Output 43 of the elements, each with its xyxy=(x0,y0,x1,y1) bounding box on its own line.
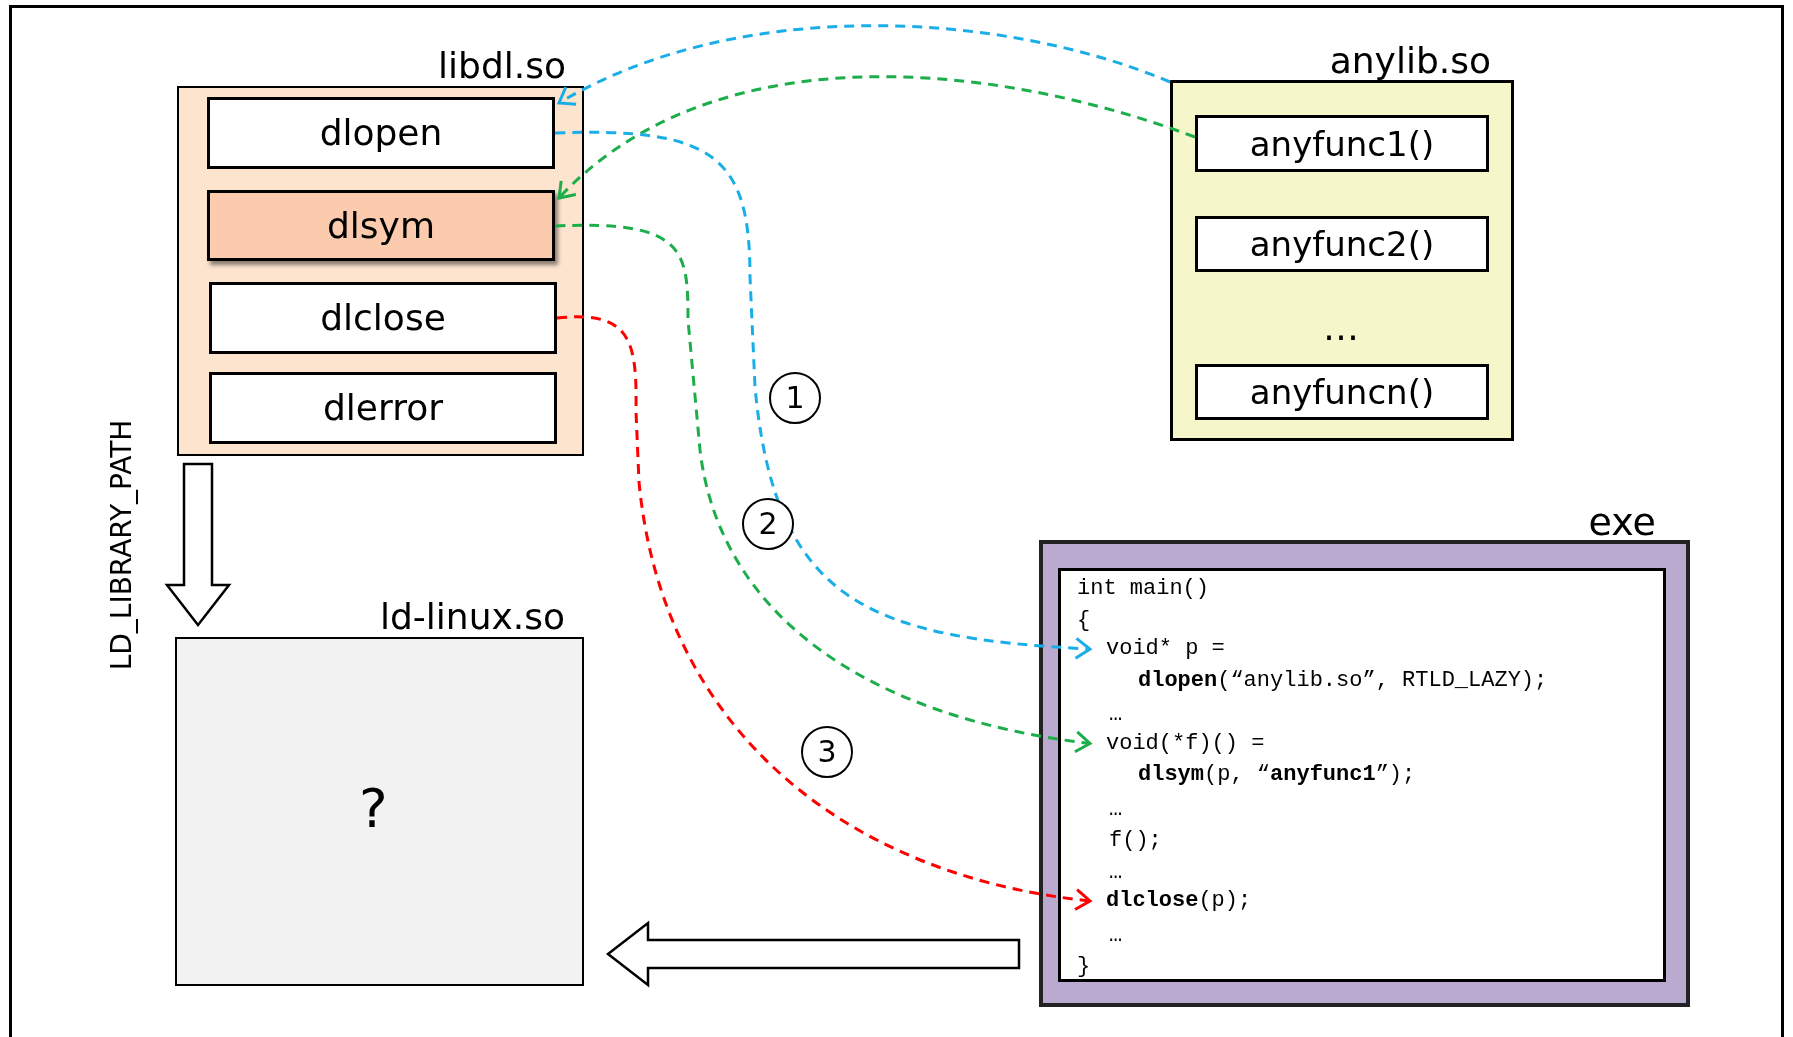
callout-number: 1 xyxy=(769,372,821,424)
code-line: dlsym(p, “anyfunc1”); xyxy=(1138,761,1416,789)
dashed-arrow xyxy=(556,315,1092,911)
program-title: exe xyxy=(1588,502,1656,542)
code-line: void* p = xyxy=(1106,635,1225,663)
code-line: int main() xyxy=(1077,575,1210,603)
function-box xyxy=(1195,364,1489,420)
function-name: anyfunc1() xyxy=(1249,126,1435,161)
callout-number: 2 xyxy=(742,498,794,550)
code-line: … xyxy=(1109,795,1123,824)
code-line: void(*f)() = xyxy=(1106,729,1265,758)
library-title: ld-linux.so xyxy=(380,597,565,637)
function-name: anyfuncn() xyxy=(1249,375,1435,409)
block-arrow xyxy=(605,920,1021,988)
callout-number: 3 xyxy=(801,726,853,778)
code-line: dlclose(p); xyxy=(1106,887,1252,915)
ellipsis: … xyxy=(1323,308,1359,348)
library-title: libdl.so xyxy=(438,46,566,86)
code-line: { xyxy=(1077,606,1091,635)
function-name: anyfunc2() xyxy=(1249,227,1435,261)
function-name: dlclose xyxy=(320,300,446,336)
code-line: dlopen(“anylib.so”, RTLD_LAZY); xyxy=(1138,666,1548,695)
dashed-arrow xyxy=(557,24,1171,107)
function-box xyxy=(1195,115,1489,172)
code-line: … xyxy=(1109,921,1123,950)
function-name: dlsym xyxy=(327,207,435,244)
dashed-arrow xyxy=(554,223,1092,753)
code-line: f(); xyxy=(1109,827,1162,855)
function-name: dlerror xyxy=(323,390,443,426)
code-panel xyxy=(1058,568,1666,982)
function-box xyxy=(209,372,557,444)
code-line: … xyxy=(1109,701,1123,729)
library-title: anylib.so xyxy=(1329,41,1491,81)
function-name: dlopen xyxy=(319,115,443,151)
function-box xyxy=(1195,216,1489,272)
function-box xyxy=(209,282,557,354)
code-line: } xyxy=(1077,953,1091,981)
function-box xyxy=(207,190,555,261)
block-arrow xyxy=(164,462,232,628)
dashed-arrow xyxy=(554,130,1092,660)
question-mark: ? xyxy=(359,779,388,839)
function-box xyxy=(207,97,555,169)
code-line: … xyxy=(1109,858,1123,887)
